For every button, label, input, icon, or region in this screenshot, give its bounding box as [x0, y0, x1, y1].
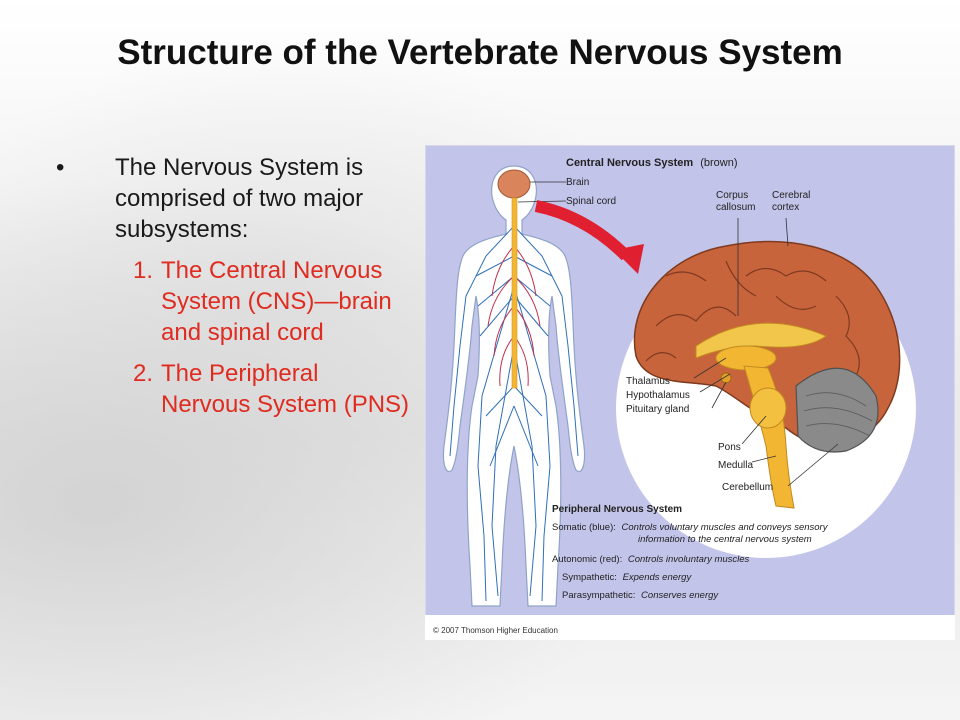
zoom-arrow-head [614, 244, 644, 274]
label-hypothalamus: Hypothalamus [626, 390, 690, 401]
numbered-list: 1. The Central Nervous System (CNS)—brai… [56, 255, 416, 420]
sympathetic-line: Sympathetic: Expends energy [562, 572, 692, 583]
parasympathetic-line: Parasympathetic: Conserves energy [562, 590, 719, 601]
somatic-line: Somatic (blue): Controls voluntary muscl… [552, 522, 829, 533]
slide-title: Structure of the Vertebrate Nervous Syst… [117, 33, 843, 72]
label-spinal-cord: Spinal cord [566, 196, 616, 207]
list-item: 1. The Central Nervous System (CNS)—brai… [56, 255, 416, 348]
bullet-marker: • [56, 154, 65, 181]
zoom-arrow [534, 200, 631, 261]
somatic-nerves [449, 225, 579, 602]
label-cerebellum: Cerebellum [722, 482, 773, 493]
nervous-system-illustration: Central Nervous System (brown) Brain Spi… [442, 157, 916, 607]
pituitary-shape [720, 372, 732, 384]
list-item-text: The Central Nervous System (CNS)—brain a… [161, 257, 392, 346]
label-corpus-1: Corpus [716, 190, 748, 201]
label-medulla: Medulla [718, 460, 753, 471]
label-pituitary: Pituitary gland [626, 404, 689, 415]
list-item-number: 1. [132, 257, 153, 284]
slide-body: • The Nervous System is comprised of two… [56, 152, 416, 430]
bullet-point: • The Nervous System is comprised of two… [56, 152, 416, 245]
brain-leader-lines [693, 217, 839, 487]
list-item: 2. The Peripheral Nervous System (PNS) [56, 358, 416, 420]
cerebellum-shape [795, 367, 879, 453]
cerebellum-folds [803, 392, 873, 437]
nervous-system-figure: Central Nervous System (brown) Brain Spi… [425, 145, 955, 617]
label-cerebral-1: Cerebral [772, 190, 810, 201]
body-spinal-cord [511, 197, 518, 389]
figure-caption-strip [425, 615, 955, 640]
cns-heading: Central Nervous System (brown) [566, 157, 738, 169]
brain-section-illustration [633, 217, 901, 509]
pns-heading: Peripheral Nervous System [552, 504, 682, 515]
label-thalamus: Thalamus [626, 376, 670, 387]
autonomic-line: Autonomic (red): Controls involuntary mu… [552, 554, 750, 565]
pons-shape [749, 387, 787, 429]
label-pons: Pons [718, 442, 741, 453]
bullet-text: The Nervous System is comprised of two m… [115, 154, 364, 243]
list-item-number: 2. [132, 360, 153, 387]
copyright-credit: © 2007 Thomson Higher Education [433, 626, 558, 635]
somatic-line-2: information to the central nervous syste… [638, 534, 812, 545]
body-brain [497, 169, 531, 199]
label-cerebral-2: cortex [772, 202, 799, 213]
label-corpus-2: callosum [716, 202, 755, 213]
label-brain: Brain [566, 177, 589, 188]
list-item-text: The Peripheral Nervous System (PNS) [161, 360, 410, 418]
human-body-illustration [442, 165, 586, 607]
gyri-lines [645, 260, 860, 377]
